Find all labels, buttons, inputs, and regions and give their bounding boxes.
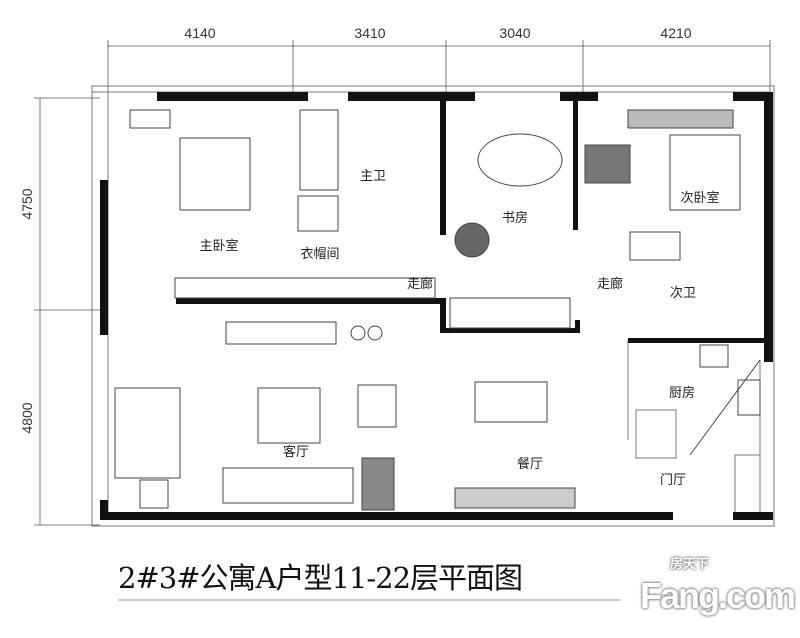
dim-top-3: 3040 bbox=[499, 25, 530, 41]
room-label-dining-room: 餐厅 bbox=[517, 456, 543, 472]
dim-left-2: 4800 bbox=[19, 402, 35, 433]
dim-left-1: 4750 bbox=[19, 188, 35, 219]
furniture bbox=[114, 109, 761, 511]
plan-title: 2#3#公寓A户型11-22层平面图 bbox=[118, 561, 523, 595]
room-label-foyer: 门厅 bbox=[660, 473, 686, 488]
room-label-living-room: 客厅 bbox=[283, 444, 309, 460]
thin-walls bbox=[91, 85, 775, 527]
watermark-logo: 房天下 Fang.com bbox=[640, 556, 798, 634]
room-label-study: 书房 bbox=[502, 210, 528, 226]
room-label-corridor: 走廊 bbox=[407, 276, 433, 292]
thick-walls bbox=[100, 92, 773, 520]
dimension-lines bbox=[34, 40, 771, 526]
room-label-master-bath: 主卫 bbox=[360, 169, 386, 184]
room-label-corridor: 走廊 bbox=[597, 276, 623, 292]
room-label-kitchen: 厨房 bbox=[669, 385, 695, 401]
watermark-en: Fang.com bbox=[640, 575, 796, 616]
dim-top-4: 4210 bbox=[660, 25, 691, 41]
room-label-second-bedroom: 次卧室 bbox=[680, 190, 719, 206]
room-label-master-bedroom: 主卧室 bbox=[199, 238, 238, 254]
watermark-cn: 房天下 bbox=[670, 556, 710, 571]
room-label-second-bath: 次卫 bbox=[670, 285, 696, 301]
dim-top-2: 3410 bbox=[354, 25, 385, 41]
room-label-walk-in-closet: 衣帽间 bbox=[300, 246, 339, 262]
dim-top-1: 4140 bbox=[184, 25, 215, 41]
